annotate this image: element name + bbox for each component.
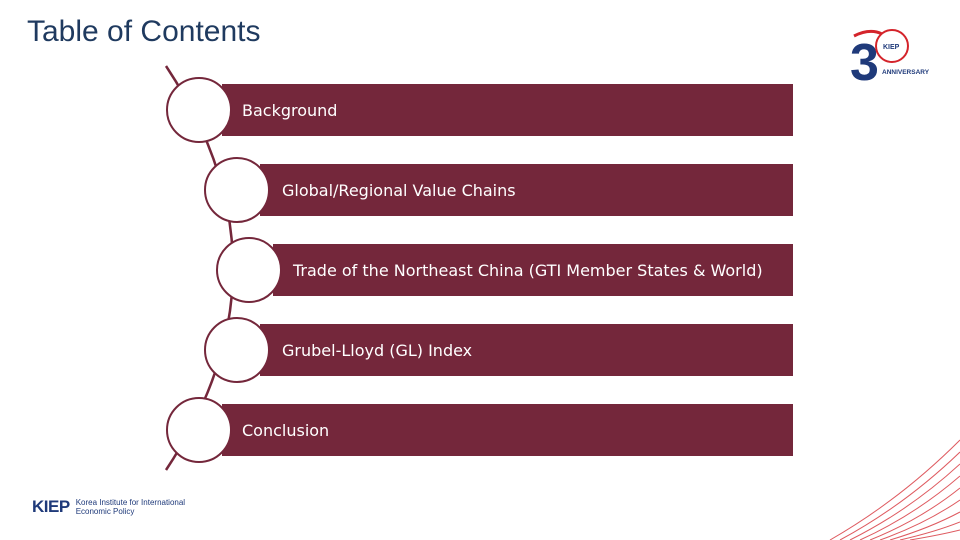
kiep-logo-line1: Korea Institute for International [75,498,186,507]
toc-item-trade[interactable]: Trade of the Northeast China (GTI Member… [273,244,793,296]
kiep-logo: KIEP Korea Institute for International E… [32,497,185,517]
toc-bullet-circle [204,157,270,223]
toc-bullet-circle [166,77,232,143]
toc-item-gl-index[interactable]: Grubel-Lloyd (GL) Index [260,324,793,376]
kiep-logo-text: Korea Institute for International Econom… [76,498,185,516]
toc-item-value-chains[interactable]: Global/Regional Value Chains [260,164,793,216]
anniversary-logo: 3 KIEP [850,29,909,84]
toc-bullet-circle [166,397,232,463]
toc-item-background[interactable]: Background [222,84,793,136]
toc-item-label: Conclusion [242,420,330,440]
toc-item-label: Trade of the Northeast China (GTI Member… [293,260,763,280]
toc-item-label: Global/Regional Value Chains [282,180,516,200]
toc-item-conclusion[interactable]: Conclusion [222,404,793,456]
toc-item-label: Grubel-Lloyd (GL) Index [282,340,473,360]
anniversary-mark: KIEP [883,44,900,51]
toc-item-label: Background [242,100,338,120]
kiep-logo-line2: Economic Policy [75,507,135,516]
toc-bullet-circle [216,237,282,303]
anniversary-label: ANNIVERSARY [882,69,930,76]
toc-bullet-circle [204,317,270,383]
svg-text:3: 3 [850,34,879,84]
kiep-logo-mark: KIEP [32,497,70,516]
page-title: Table of Contents [27,15,261,48]
